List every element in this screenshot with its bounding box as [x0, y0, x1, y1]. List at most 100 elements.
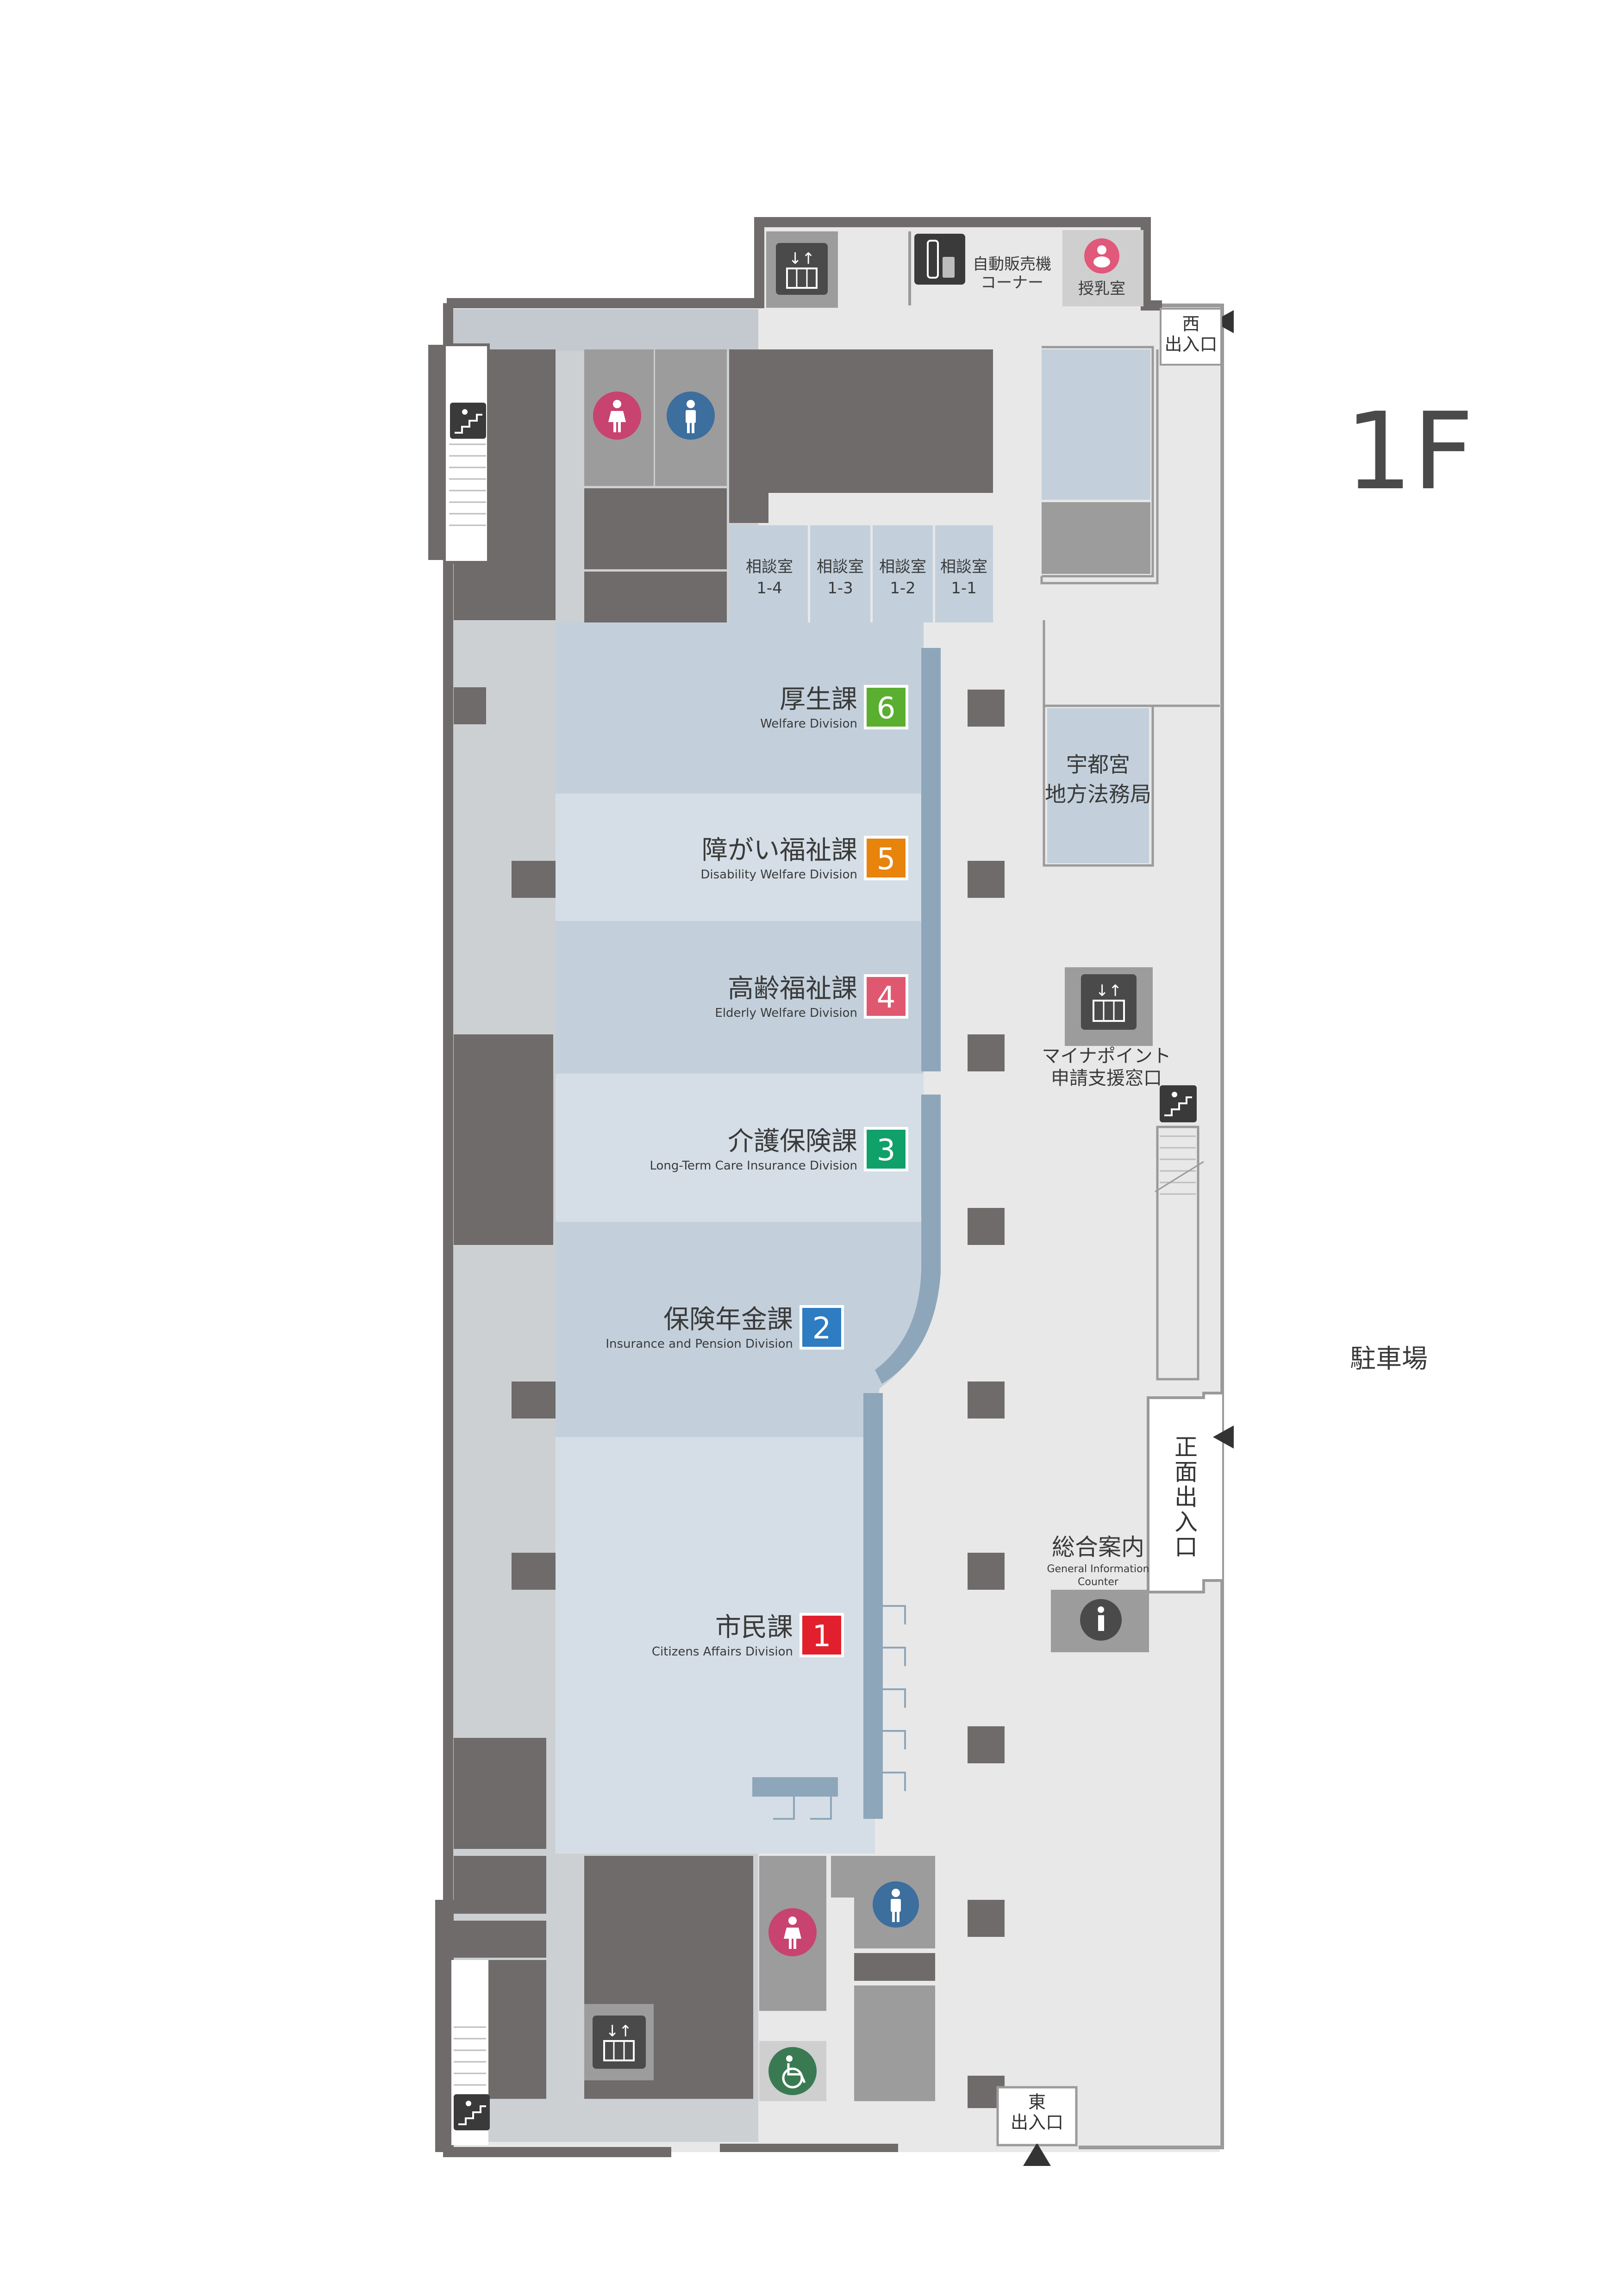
elevator-icon: ↓↑ [776, 243, 828, 295]
accessible-restroom-icon [768, 2047, 817, 2095]
division-badge-number: 1 [812, 1619, 831, 1654]
front-entrance-label: 正面出入口 [1166, 1428, 1203, 1567]
female-restroom-icon [768, 1908, 817, 1956]
nursing-room-label: 授乳室 [1078, 280, 1125, 298]
consult-room-number: 1-3 [827, 579, 853, 597]
east-entrance-label: 東 出入口 [999, 2089, 1075, 2144]
bottom-core-grey [854, 1985, 935, 2101]
east-entrance-line1: 東 [1028, 2092, 1046, 2112]
office-zone-3 [556, 1074, 924, 1222]
column [968, 1553, 1005, 1590]
division-name-6: 厚生課 [780, 684, 857, 715]
consult-room-1-1 [935, 525, 993, 622]
information-icon [1080, 1599, 1122, 1641]
svg-text:↓↑: ↓↑ [1096, 982, 1122, 1000]
nursing-room-icon [1084, 238, 1119, 274]
legal-bureau-label: 宇都宮 [1066, 752, 1130, 777]
consult-room-1-4 [729, 525, 808, 622]
division-name-1: 市民課 [715, 1612, 793, 1643]
service-block [488, 1960, 546, 2099]
core-block [584, 572, 727, 622]
office-zone-5 [556, 794, 924, 921]
column [968, 1381, 1005, 1419]
east-wall [1079, 304, 1224, 2149]
elevator-icon: ↓↑ [593, 2016, 646, 2069]
east-stair-break [1155, 1161, 1204, 1193]
vending-label: 自動販売機 [973, 255, 1051, 274]
division-badge-number: 2 [812, 1312, 831, 1346]
west-entrance-line2: 出入口 [1164, 334, 1218, 355]
division-badge-5: 5 [864, 836, 908, 880]
service-block [454, 1034, 553, 1245]
vending-machine-icon [914, 234, 965, 285]
division-name-en-1: Citizens Affairs Division [652, 1645, 793, 1659]
vending-label: コーナー [981, 274, 1043, 292]
office-zone-2 [556, 1222, 940, 1437]
east-stairs [1156, 1126, 1199, 1381]
division-name-en-2: Insurance and Pension Division [606, 1337, 793, 1351]
west-entrance-arrow [1213, 310, 1234, 333]
division-badge-number: 6 [877, 691, 896, 726]
column [968, 1726, 1005, 1763]
male-restroom-icon [667, 392, 715, 440]
bottom-core-strip [854, 1953, 935, 1981]
office-zone-6 [556, 622, 924, 794]
stairs-icon [454, 2094, 490, 2130]
male-restroom-icon [873, 1881, 919, 1928]
elevator-icon: ↓↑ [1081, 974, 1137, 1030]
outer-wall [447, 217, 1162, 311]
stair-tower-top [443, 343, 490, 564]
west-wall-buttress-bottom [435, 1900, 454, 2152]
division-name-en-4: Elderly Welfare Division [715, 1006, 857, 1020]
counter-curved [875, 1095, 941, 1384]
mynapoint-label: 申請支援窓口 [1051, 1068, 1162, 1089]
division-name-en-6: Welfare Division [760, 717, 857, 731]
parking-label: 駐車場 [1350, 1344, 1428, 1374]
division-name-4: 高齢福祉課 [728, 974, 857, 1004]
service-block [454, 562, 556, 620]
northeast-partition [1040, 346, 1159, 585]
consult-room-number: 1-4 [756, 579, 782, 597]
core-block [729, 491, 768, 523]
west-entrance-line1: 西 [1182, 314, 1200, 334]
division-badge-number: 3 [877, 1133, 896, 1168]
column [968, 1208, 1005, 1245]
consult-room-name: 相談室 [879, 558, 926, 576]
division-name-2: 保険年金課 [663, 1305, 793, 1335]
column [968, 1034, 1005, 1071]
counter [863, 1393, 883, 1819]
front-entrance-arrow [1213, 1425, 1234, 1449]
svg-text:↓↑: ↓↑ [789, 249, 815, 268]
stair-lines-bottom [454, 2026, 486, 2086]
counter [921, 648, 941, 1071]
division-name-3: 介護保険課 [728, 1126, 857, 1157]
desk [752, 1777, 838, 1797]
stair-lines-top [449, 443, 486, 526]
column [512, 861, 556, 898]
legal-bureau-room [1047, 708, 1149, 863]
column [968, 861, 1005, 898]
column [968, 690, 1005, 727]
division-badge-6: 6 [864, 685, 908, 729]
stairs-icon [450, 403, 486, 439]
consult-room-name: 相談室 [940, 558, 987, 576]
service-block [454, 1856, 546, 1914]
core-block [584, 488, 727, 569]
front-entrance-vestibule [1147, 1392, 1222, 1593]
counter-seats [882, 1605, 906, 1791]
south-wall-segment [720, 2144, 898, 2152]
consult-room-1-3 [810, 525, 870, 622]
column [454, 687, 486, 724]
consult-room-number: 1-2 [890, 579, 916, 597]
info-counter-label: 総合案内 [1052, 1534, 1144, 1561]
division-badge-1: 1 [800, 1613, 844, 1657]
division-badge-4: 4 [864, 974, 908, 1019]
division-name-en-5: Disability Welfare Division [700, 868, 857, 882]
legal-bureau-label: 地方法務局 [1045, 782, 1151, 807]
division-name-5: 障がい福祉課 [702, 835, 857, 865]
stairs-icon [1160, 1085, 1197, 1122]
service-block [454, 1738, 546, 1849]
division-name-en-3: Long-Term Care Insurance Division [650, 1159, 858, 1173]
column [968, 1900, 1005, 1937]
